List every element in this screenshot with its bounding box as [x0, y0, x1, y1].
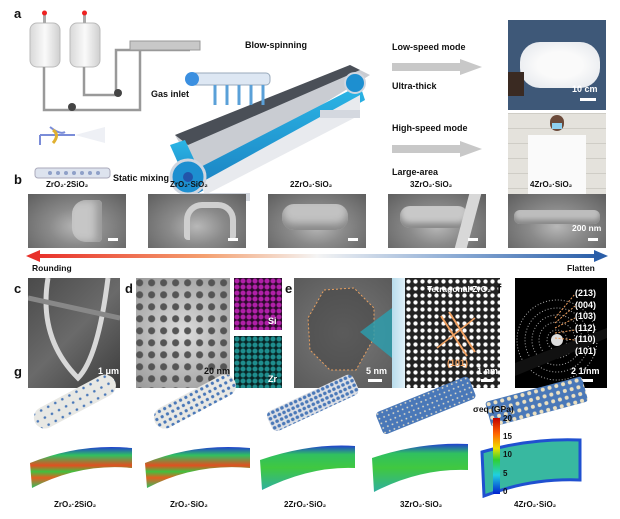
sem-scale-label: 200 nm — [572, 223, 602, 233]
fiber-models — [30, 374, 476, 492]
sem-image-1 — [28, 194, 126, 248]
stress-map-4 — [372, 443, 468, 492]
blow-spinning-schematic — [29, 10, 370, 201]
pipes — [42, 45, 190, 112]
blow-spinning-label: Blow-spinning — [245, 40, 307, 50]
colorbar-title: σeq (GPa) — [473, 404, 514, 414]
valve — [114, 89, 122, 97]
ring-label: (004) — [575, 299, 597, 310]
mask — [552, 123, 562, 129]
fiber-model-5-and-stress — [480, 376, 588, 498]
conveyor-belt — [169, 65, 370, 201]
tank-1 — [29, 10, 61, 68]
fiber-model-2 — [153, 374, 236, 429]
scale-label: 2 1/nm — [571, 366, 600, 376]
ultra-thick-photo: 10 cm — [508, 20, 606, 110]
ring-label: (112) — [575, 322, 596, 333]
colorbar-tick: 20 — [503, 414, 512, 423]
valve — [68, 103, 76, 111]
si-eds-map: Si — [234, 278, 282, 330]
ring-label: (110) — [575, 334, 596, 344]
sample-label: 3ZrO₂·SiO₂ — [400, 500, 443, 509]
rounding-label: Rounding — [32, 263, 72, 273]
lattice-title: Tetragonal ZrO₂ — [427, 284, 492, 294]
gas-inlet-label: Gas inlet — [151, 89, 190, 99]
sample-label: 4ZrO₂·SiO₂ — [514, 500, 557, 509]
colorbar-tick: 5 — [503, 469, 508, 478]
scale-label: 1 nm — [477, 366, 499, 376]
panel-g-label: g — [14, 364, 22, 379]
si-label: Si — [268, 316, 277, 326]
zr-label: Zr — [268, 374, 277, 384]
plane-label: (101) — [447, 358, 469, 368]
ring-label: (103) — [575, 311, 597, 321]
colorbar-tick: 15 — [503, 432, 512, 441]
spinneret — [185, 72, 271, 105]
panel-b-label: b — [14, 172, 22, 187]
large-area-label: Large-area — [392, 167, 439, 177]
stress-colorbar — [493, 418, 500, 494]
scale-label: 20 nm — [204, 366, 230, 376]
fiber-model-1 — [33, 374, 116, 429]
sample-label: 2ZrO₂·SiO₂ — [290, 180, 333, 189]
large-area-photo — [508, 113, 606, 203]
zr-eds-map: Zr — [234, 336, 282, 388]
stress-map-1 — [30, 447, 132, 488]
sem-image-3 — [268, 194, 366, 248]
sample-label: ZrO₂·SiO₂ — [170, 180, 208, 189]
low-speed-mode-label: Low-speed mode — [392, 42, 466, 52]
sample-label: 4ZrO₂·SiO₂ — [530, 180, 573, 189]
static-mixing-label: Static mixing — [113, 173, 170, 183]
flatten-label: Flatten — [567, 263, 595, 273]
stress-map-2 — [145, 447, 250, 488]
stress-map-3 — [260, 445, 355, 490]
panel-e-label: e — [285, 281, 293, 296]
saed-pattern: (213) (004) (103) (112) (110) (101) 2 1/… — [515, 278, 607, 388]
colorbar-tick: 0 — [503, 487, 508, 496]
nozzle-diagram — [39, 126, 105, 145]
sem-fiber-image: 1 μm — [28, 278, 120, 388]
sem-image-2 — [148, 194, 246, 248]
panel-a-label: a — [14, 6, 22, 21]
ultra-thick-label: Ultra-thick — [392, 81, 437, 91]
photo-scale-bar — [580, 98, 596, 101]
fiber-model-3 — [266, 374, 359, 431]
large-membrane — [528, 135, 586, 197]
lattice-image: Tetragonal ZrO₂ (101) 1 nm — [405, 278, 500, 388]
sponge — [520, 42, 600, 88]
high-speed-arrow — [392, 141, 482, 157]
syringe — [129, 40, 201, 51]
panel-c-label: c — [14, 281, 22, 296]
sem-image-4 — [388, 194, 486, 248]
colorbar-tick: 10 — [503, 450, 512, 459]
sample-label: ZrO₂·2SiO₂ — [54, 500, 97, 509]
hrtem-image: 5 nm — [294, 278, 392, 388]
tank-2 — [69, 10, 101, 68]
hand — [508, 72, 524, 96]
panel-d-label: d — [125, 281, 133, 296]
static-mixer — [34, 167, 111, 179]
ring-labels: (213) (004) (103) (112) (110) (101) — [575, 288, 596, 357]
sample-label: ZrO₂·2SiO₂ — [46, 180, 89, 189]
scale-label: 5 nm — [366, 366, 388, 376]
sample-label: 2ZrO₂·SiO₂ — [284, 500, 327, 509]
zoom-connector — [392, 278, 405, 388]
ring-label: (101) — [575, 345, 597, 356]
high-speed-mode-label: High-speed mode — [392, 123, 468, 133]
fiber-model-4 — [376, 376, 476, 435]
scale-label: 1 μm — [98, 366, 120, 376]
tem-image: 20 nm — [136, 278, 230, 388]
sem-image-5: 200 nm — [508, 194, 606, 248]
sample-label: 3ZrO₂·SiO₂ — [410, 180, 453, 189]
rounding-flatten-arrow — [26, 250, 608, 262]
ring-label: (213) — [575, 288, 597, 298]
sample-label: ZrO₂·SiO₂ — [170, 500, 208, 509]
low-speed-arrow — [392, 59, 482, 75]
photo-scale-label: 10 cm — [572, 84, 598, 94]
panel-f-label: f — [497, 281, 502, 296]
